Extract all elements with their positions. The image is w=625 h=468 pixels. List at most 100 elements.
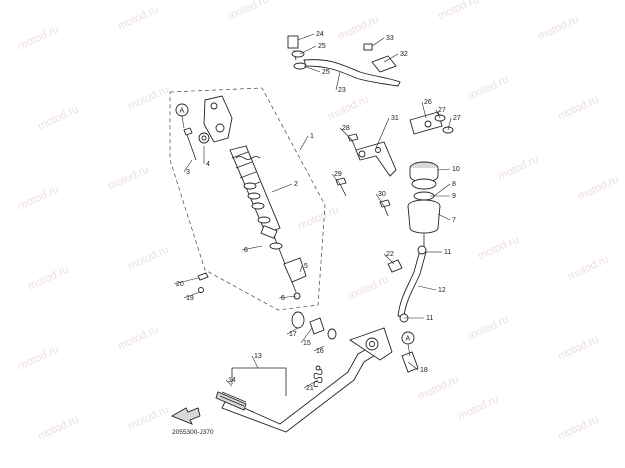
watermark-text: motod.ru xyxy=(496,153,540,182)
leader-line xyxy=(299,135,309,151)
assembly-boundary xyxy=(169,87,326,311)
watermark-text: motod.ru xyxy=(36,103,80,132)
callout-number: 28 xyxy=(342,125,350,132)
leader-line xyxy=(421,101,427,119)
watermark-text: motod.ru xyxy=(16,183,60,212)
watermark-text: motod.ru xyxy=(106,163,150,192)
leader-line xyxy=(300,327,313,344)
watermark-text: motod.ru xyxy=(536,13,580,42)
watermark-text: motod.ru xyxy=(116,3,160,32)
callout-number: 25 xyxy=(318,43,326,50)
callout-number: 24 xyxy=(316,31,324,38)
watermark-text: motod.ru xyxy=(466,313,510,342)
leader-line xyxy=(183,291,201,299)
leader-line xyxy=(375,117,390,149)
leader-line xyxy=(241,245,263,251)
callout-number: 11 xyxy=(444,249,451,256)
leader-line xyxy=(303,65,321,73)
leader-line xyxy=(407,361,419,371)
callout-number: 15 xyxy=(303,340,311,347)
banjo-union xyxy=(409,111,454,135)
callout-number: 4 xyxy=(206,161,210,168)
callout-number: 18 xyxy=(420,367,428,374)
callout-number: 12 xyxy=(438,287,446,294)
watermark-text: motod.ru xyxy=(436,0,480,23)
watermark-text: motod.ru xyxy=(126,243,170,272)
watermark-text: motod.ru xyxy=(296,203,340,232)
watermark-text: motod.ru xyxy=(126,403,170,432)
callout-number: 29 xyxy=(334,171,342,178)
callout-number: 32 xyxy=(400,51,408,58)
leader-line xyxy=(437,213,451,221)
callout-number: 16 xyxy=(316,348,324,355)
leader-line xyxy=(313,345,325,352)
callout-number: 3 xyxy=(186,169,190,176)
watermark-text: motod.ru xyxy=(346,273,390,302)
leader-line xyxy=(339,127,353,141)
callout-number: 27 xyxy=(453,115,461,122)
callout-number: 8 xyxy=(452,181,456,188)
ref-marker-letter: A xyxy=(180,108,185,115)
leader-line xyxy=(335,71,341,91)
callout-number: 33 xyxy=(386,35,394,42)
callout-layer: 1234566789101111121314151617181920212223… xyxy=(176,31,461,392)
callout-number: 17 xyxy=(289,331,297,338)
watermark-text: motod.ru xyxy=(126,83,170,112)
leader-line xyxy=(297,33,315,41)
reservoir-bolt xyxy=(379,199,391,217)
watermark-text: motod.ru xyxy=(556,413,600,442)
ref-marker-letter: A xyxy=(406,336,411,343)
reservoir-bracket xyxy=(355,141,397,177)
brake-pedal xyxy=(215,327,393,433)
callout-number: 19 xyxy=(186,295,194,302)
watermark-text: motod.ru xyxy=(26,263,70,292)
leader-line xyxy=(383,53,399,63)
callout-number: 13 xyxy=(254,353,262,360)
leader-line xyxy=(225,379,233,387)
leader-line xyxy=(286,327,299,335)
callout-number: 2 xyxy=(294,181,298,188)
watermark-text: motod.ru xyxy=(16,23,60,52)
leader-line xyxy=(447,117,452,131)
watermark-text: motod.ru xyxy=(456,393,500,422)
leader-line xyxy=(433,183,451,197)
callout-number: 26 xyxy=(424,99,432,106)
callout-number: 7 xyxy=(452,217,456,224)
callout-number: 14 xyxy=(228,377,236,384)
leader-line xyxy=(183,159,193,173)
leader-line xyxy=(375,193,385,207)
watermark-text: motod.ru xyxy=(556,93,600,122)
return-spring xyxy=(313,365,323,388)
watermark-text: motod.ru xyxy=(416,373,460,402)
watermark-text: motod.ru xyxy=(576,173,620,202)
callout-number: 25 xyxy=(322,69,330,76)
watermark-text: motod.ru xyxy=(566,253,610,282)
callout-number: 9 xyxy=(452,193,456,200)
callout-number: 10 xyxy=(452,166,460,173)
callout-number: 23 xyxy=(338,87,346,94)
watermark-text: motod.ru xyxy=(116,323,160,352)
callout-number: 5 xyxy=(304,263,308,270)
brake-hose xyxy=(287,35,401,87)
front-arrow-icon xyxy=(170,407,201,425)
callout-number: 30 xyxy=(378,191,386,198)
watermark-text: motod.ru xyxy=(476,233,520,262)
piston-kit xyxy=(235,156,278,239)
leader-line xyxy=(299,265,303,273)
leader-line xyxy=(383,253,395,265)
leader-line xyxy=(278,295,297,299)
reference-markers: AA xyxy=(175,103,415,357)
bracket-bolts xyxy=(335,133,359,197)
leader-line xyxy=(271,183,293,193)
watermark-text: motod.ru xyxy=(226,0,270,23)
leader-line xyxy=(417,285,437,291)
watermark-text: motod.ru xyxy=(556,333,600,362)
watermark-text: motod.ru xyxy=(326,93,370,122)
pivot-bushings xyxy=(291,311,337,340)
callout-number: 20 xyxy=(176,281,184,288)
callout-number: 21 xyxy=(306,385,314,392)
watermark-text: motod.ru xyxy=(16,343,60,372)
callout-number: 22 xyxy=(386,251,394,258)
